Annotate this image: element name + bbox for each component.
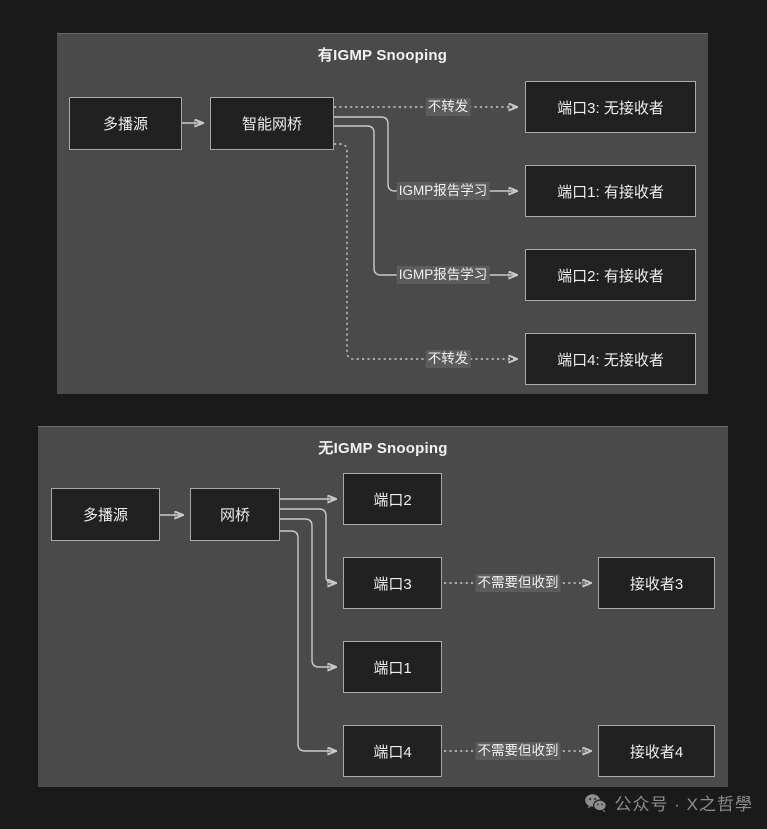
node-port2[interactable]: 端口2: 有接收者 xyxy=(525,249,696,301)
edge-label-no-forward-port3: 不转发 xyxy=(425,98,471,116)
edge-label-igmp-report-port2: IGMP报告学习 xyxy=(396,266,490,284)
node-port1[interactable]: 端口1 xyxy=(343,641,442,693)
node-receiver4[interactable]: 接收者4 xyxy=(598,725,715,777)
node-port1[interactable]: 端口1: 有接收者 xyxy=(525,165,696,217)
edge-label-igmp-report-port1: IGMP报告学习 xyxy=(396,182,490,200)
edge-label-no-forward-port4: 不转发 xyxy=(425,350,471,368)
wechat-icon xyxy=(584,793,608,813)
edge-bridge-to-port1 xyxy=(280,518,336,667)
node-port3[interactable]: 端口3: 无接收者 xyxy=(525,81,696,133)
node-port3[interactable]: 端口3 xyxy=(343,557,442,609)
node-source[interactable]: 多播源 xyxy=(69,97,182,150)
edge-bridge-to-port4 xyxy=(334,143,517,359)
node-port2[interactable]: 端口2 xyxy=(343,473,442,525)
node-port4[interactable]: 端口4: 无接收者 xyxy=(525,333,696,385)
node-port4[interactable]: 端口4 xyxy=(343,725,442,777)
edge-bridge-to-port4 xyxy=(280,530,336,751)
node-bridge[interactable]: 网桥 xyxy=(190,488,280,541)
edge-label-unneeded-received-4: 不需要但收到 xyxy=(475,742,561,760)
edge-bridge-to-port3 xyxy=(280,508,336,583)
node-source[interactable]: 多播源 xyxy=(51,488,160,541)
watermark: 公众号 · X之哲學 xyxy=(584,790,753,815)
panel-title: 有IGMP Snooping xyxy=(317,47,448,64)
edge-bridge-to-port1 xyxy=(334,116,517,191)
edge-bridge-to-port2 xyxy=(334,125,517,275)
panel-with-igmp-snooping: 有IGMP Snooping 多播源 智能网桥 端口3: 无接收者 端口1: 有… xyxy=(57,33,708,394)
panel-title: 无IGMP Snooping xyxy=(318,440,448,457)
panel-without-igmp-snooping: 无IGMP Snooping 多播源 网桥 端口2 端口3 端口1 端口4 接收… xyxy=(38,426,728,787)
node-receiver3[interactable]: 接收者3 xyxy=(598,557,715,609)
edge-label-unneeded-received-3: 不需要但收到 xyxy=(475,574,561,592)
node-smart-bridge[interactable]: 智能网桥 xyxy=(210,97,334,150)
watermark-text: 公众号 · X之哲學 xyxy=(614,795,753,814)
